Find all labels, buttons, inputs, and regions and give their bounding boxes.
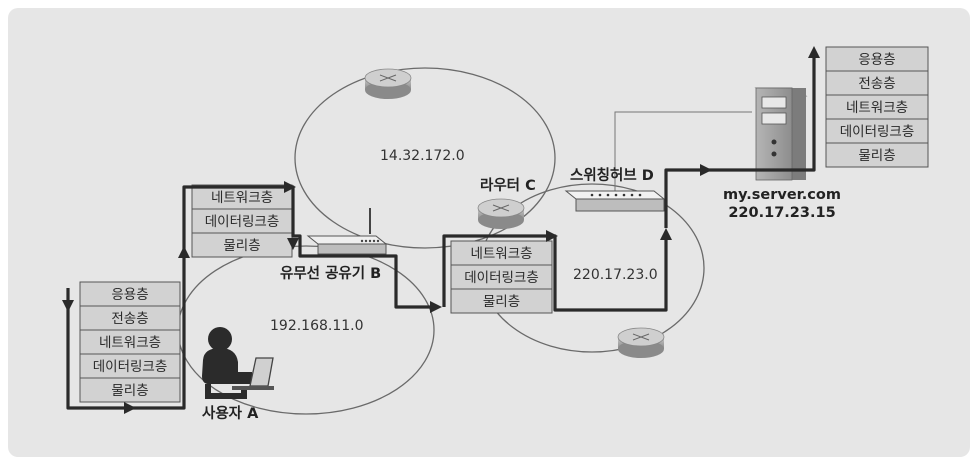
layer-label: 물리층 <box>483 294 520 310</box>
data-path <box>66 185 434 410</box>
layer-cell <box>191 184 293 210</box>
server-name-label: my.server.com <box>723 187 841 203</box>
server-ip-label: 220.17.23.15 <box>728 205 835 221</box>
arrow-right-user <box>124 402 136 414</box>
person-icon <box>202 327 252 399</box>
user-label: 사용자 A <box>202 405 259 422</box>
layer-label: 네트워크층 <box>470 246 532 262</box>
layer-cell <box>79 329 181 355</box>
data-path-2 <box>442 234 668 312</box>
network-label-wan: 14.32.172.0 <box>380 148 465 164</box>
layer-label: 네트워크층 <box>211 190 273 206</box>
network-ellipse-wan <box>294 67 556 249</box>
router-icon-bottom <box>617 327 665 358</box>
router-b-label: 유무선 공유기 B <box>280 265 381 282</box>
layer-label: 네트워크층 <box>99 335 161 351</box>
router-c-label: 라우터 C <box>480 177 536 194</box>
server-icon <box>754 87 808 181</box>
network-label-server: 220.17.23.0 <box>573 267 658 283</box>
layer-label: 데이터링크층 <box>840 124 915 140</box>
layer-cell <box>825 142 929 168</box>
router-icon-c <box>477 198 525 229</box>
arrow-right-b-top <box>284 181 296 193</box>
arrow-up-b <box>178 246 190 258</box>
layer-cell <box>825 118 929 144</box>
arrow-right-to-server <box>700 164 712 176</box>
laptop-icon <box>232 357 274 390</box>
layer-label: 응용층 <box>858 52 895 68</box>
layer-cell <box>825 94 929 120</box>
arrow-up-to-switch <box>660 228 672 240</box>
layer-label: 물리층 <box>111 383 148 399</box>
switch-hub-icon <box>564 190 666 212</box>
data-path-3 <box>664 52 816 228</box>
layer-label: 네트워크층 <box>846 100 908 116</box>
arrow-down-user <box>62 300 74 312</box>
arrow-right-to-c <box>430 301 442 313</box>
arrow-up-server <box>808 46 820 58</box>
arrow-right-c-top <box>546 230 558 242</box>
wireless-router-icon <box>306 208 388 255</box>
layer-cell <box>79 305 181 331</box>
layer-label: 응용층 <box>111 287 148 303</box>
layer-cell <box>79 377 181 403</box>
arrow-down-b <box>287 238 299 250</box>
switch-d-label: 스위칭허브 D <box>570 167 654 184</box>
layer-cell <box>450 264 553 290</box>
layer-label: 전송층 <box>111 311 148 327</box>
layer-label: 데이터링크층 <box>464 270 539 286</box>
switch-server-link <box>614 111 752 192</box>
layer-cell <box>191 232 293 258</box>
layer-label: 물리층 <box>223 238 260 254</box>
layer-cell <box>450 288 553 314</box>
layer-label: 전송층 <box>858 76 895 92</box>
layer-cell <box>191 208 293 234</box>
layer-label: 물리층 <box>858 148 895 164</box>
network-label-lan: 192.168.11.0 <box>270 318 364 334</box>
layer-label: 데이터링크층 <box>205 214 280 230</box>
layer-cell <box>825 70 929 96</box>
layer-cell <box>79 353 181 379</box>
layer-cell <box>825 46 929 72</box>
router-icon-top <box>364 68 412 99</box>
layer-cell <box>79 281 181 307</box>
layer-label: 데이터링크층 <box>93 359 168 375</box>
layer-cell <box>450 240 553 266</box>
background-panel <box>8 8 970 457</box>
